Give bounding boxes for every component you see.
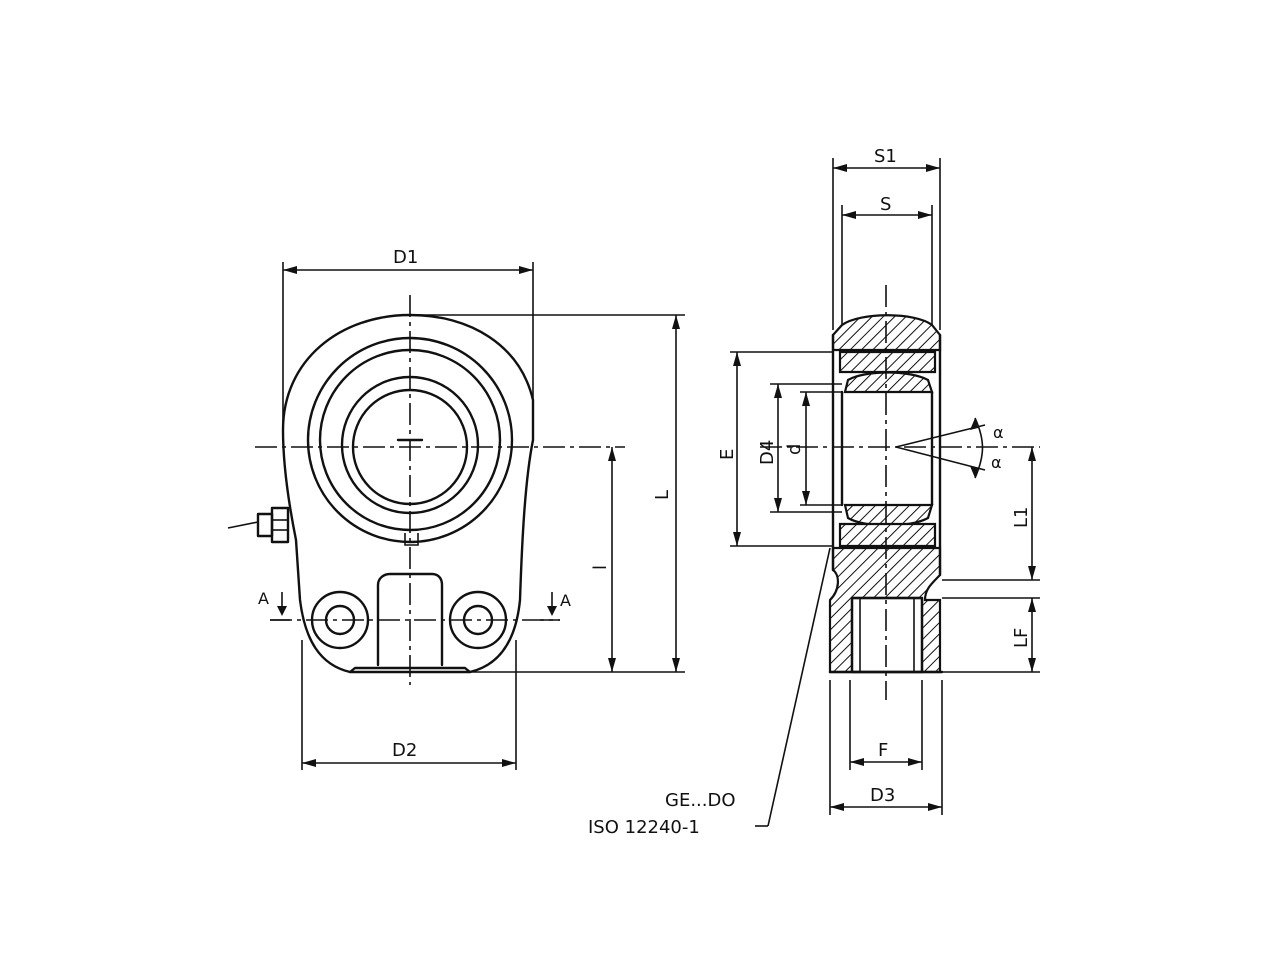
bolt-socket-right (462, 604, 494, 636)
part-note-line2: ISO 12240-1 (588, 817, 700, 838)
dimension-D3: D3 (829, 680, 943, 815)
bearing-ring (340, 375, 480, 515)
label-S1: S1 (874, 146, 897, 167)
label-D4: D4 (757, 440, 778, 465)
housing-section-bottom (828, 546, 942, 674)
front-view: A A D1 D2 (227, 247, 685, 770)
label-S: S (880, 194, 891, 215)
dimension-l: l (590, 447, 616, 672)
base-foot (348, 666, 472, 674)
label-LF: LF (1011, 628, 1032, 648)
outer-ring-bottom (838, 522, 937, 548)
bolt-head-left (310, 590, 370, 650)
label-E: E (717, 449, 738, 460)
dimension-E: E (717, 351, 833, 547)
section-label-left: A (258, 589, 269, 608)
section-label-right: A (560, 591, 571, 610)
side-view: S1 S (588, 146, 1040, 838)
dimension-LF: LF (942, 597, 1040, 673)
label-d: d (784, 444, 805, 455)
grease-nipple (227, 506, 290, 544)
label-D1: D1 (393, 247, 418, 268)
bore-circle (351, 388, 469, 506)
outer-ring-top (838, 350, 937, 374)
bolt-head-right (448, 590, 508, 650)
label-D3: D3 (870, 785, 895, 806)
dimension-S1: S1 (832, 146, 941, 330)
label-L1: L1 (1011, 507, 1032, 528)
part-note-leader (755, 547, 831, 827)
label-alpha-top: α (993, 423, 1004, 442)
section-marker-right: A (540, 591, 571, 621)
label-alpha-bottom: α (991, 453, 1002, 472)
inner-ring-top (843, 371, 934, 394)
dimension-F: F (849, 680, 923, 770)
mounting-base (376, 572, 444, 667)
threaded-bore (850, 596, 924, 674)
alpha-angle: α α (895, 417, 1004, 479)
dimension-D4: D4 (757, 383, 842, 513)
bolt-socket-left (324, 604, 356, 636)
dimension-L1: L1 (942, 447, 1040, 581)
housing-ring-middle (318, 348, 502, 532)
housing-ring-outer (306, 336, 514, 544)
label-l: l (590, 565, 611, 570)
dimension-d: d (784, 391, 842, 506)
dimension-D1: D1 (282, 247, 534, 430)
label-D2: D2 (392, 740, 417, 761)
dimension-L: L (410, 314, 685, 673)
label-L: L (652, 490, 673, 500)
label-F: F (878, 740, 888, 761)
part-note-line1: GE...DO (665, 790, 736, 811)
lock-notch (404, 533, 419, 546)
dimension-S: S (841, 194, 933, 330)
inner-ring-bottom (843, 503, 934, 527)
dimension-D2: D2 (301, 640, 517, 770)
section-marker-left: A (258, 589, 290, 621)
